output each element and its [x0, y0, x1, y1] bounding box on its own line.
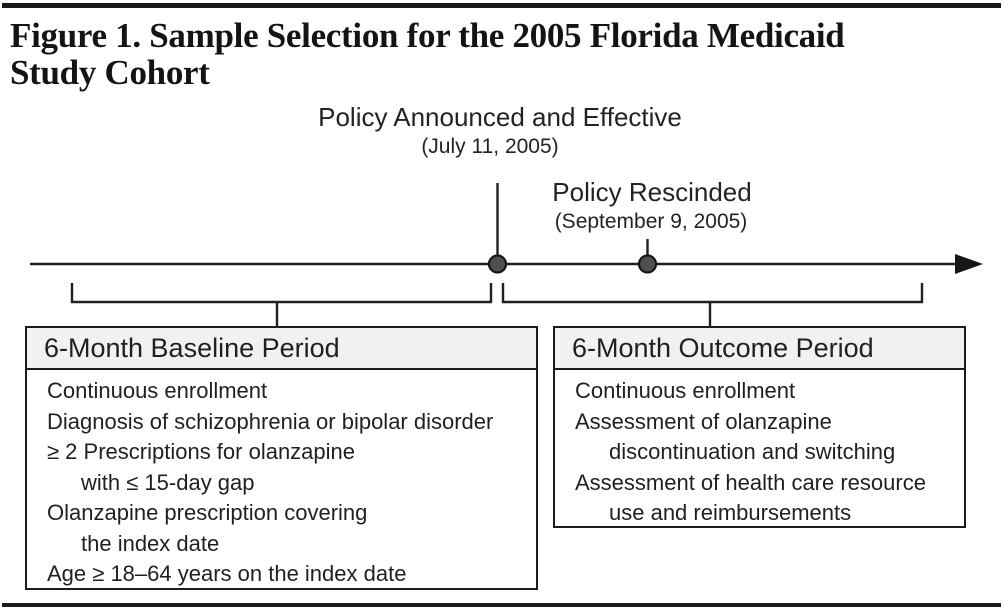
top-rule — [2, 3, 1001, 8]
outcome-period-box: 6-Month Outcome Period Continuous enroll… — [553, 326, 966, 528]
policy-rescinded-label: Policy Rescinded — [552, 177, 752, 207]
baseline-criterion: Age ≥ 18–64 years on the index date — [47, 561, 407, 586]
bottom-rule — [2, 603, 1001, 607]
baseline-criterion: the index date — [81, 530, 220, 556]
baseline-criterion: Olanzapine prescription covering — [47, 500, 368, 525]
outcome-criterion: Continuous enrollment — [575, 378, 796, 403]
baseline-period-header: 6-Month Baseline Period — [27, 328, 536, 370]
timeline-arrow-head-icon — [955, 254, 983, 274]
baseline-period-box: 6-Month Baseline Period Continuous enrol… — [25, 326, 538, 590]
policy-effective-label: Policy Announced and Effective — [318, 102, 682, 132]
policy-rescinded-date: (September 9, 2005) — [554, 210, 748, 233]
outcome-criteria-list: Continuous enrollment Assessment of olan… — [555, 370, 964, 529]
policy-rescinded-dot — [637, 254, 658, 274]
figure-title-line-1: Figure 1. Sample Selection for the 2005 … — [10, 16, 845, 55]
baseline-period-bracket — [70, 283, 493, 304]
outcome-period-header: 6-Month Outcome Period — [555, 328, 964, 370]
outcome-criterion: use and reimbursements — [609, 500, 852, 525]
outcome-criterion: Assessment of health care resource — [575, 469, 926, 495]
figure-title: Figure 1. Sample Selection for the 2005 … — [10, 17, 970, 91]
baseline-criterion: Diagnosis of schizophrenia or bipolar di… — [47, 408, 494, 434]
baseline-criterion: ≥ 2 Prescriptions for olanzapine — [47, 439, 356, 464]
policy-effective-date: (July 11, 2005) — [421, 135, 559, 158]
figure-title-line-2: Study Cohort — [10, 53, 210, 92]
baseline-criterion: with ≤ 15-day gap — [81, 469, 255, 495]
outcome-period-bracket — [501, 283, 924, 304]
outcome-criterion: discontinuation and switching — [609, 439, 896, 464]
policy-effective-dot — [487, 254, 508, 274]
outcome-criterion: Assessment of olanzapine — [575, 408, 832, 434]
baseline-criterion: Continuous enrollment — [47, 378, 268, 403]
baseline-criteria-list: Continuous enrollment Diagnosis of schiz… — [27, 370, 536, 590]
